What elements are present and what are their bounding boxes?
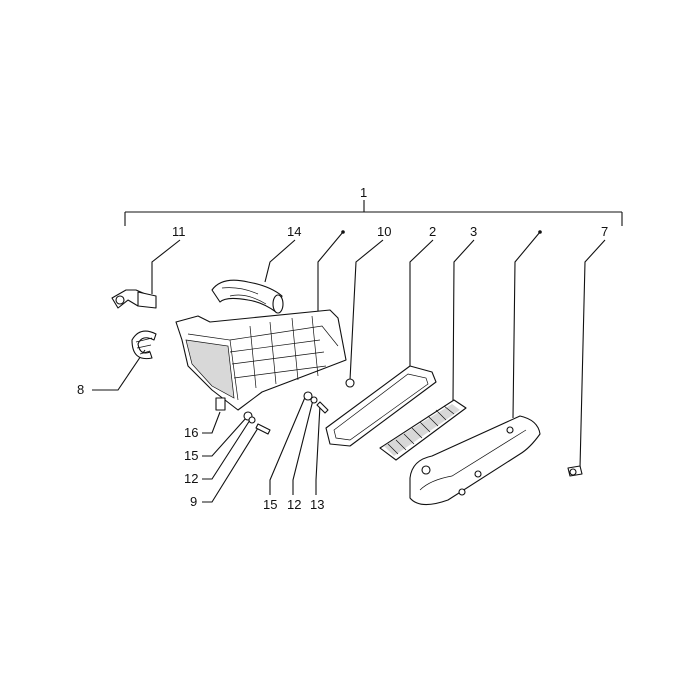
callout-1: 1 <box>360 185 367 200</box>
callout-14: 14 <box>287 224 301 239</box>
part-14-hose <box>211 279 284 314</box>
part-8-clamp <box>131 330 157 360</box>
callout-13: 13 <box>310 497 324 512</box>
callout-9: 9 <box>190 494 197 509</box>
part-airbox-housing <box>175 309 347 411</box>
callout-15: 15 <box>184 448 198 463</box>
part-2-gasket <box>325 365 437 447</box>
callout-12-lower: 12 <box>287 497 301 512</box>
part-7-screw <box>567 465 583 477</box>
callout-7: 7 <box>601 224 608 239</box>
callout-3: 3 <box>470 224 477 239</box>
hardware-right <box>303 378 355 414</box>
callout-15-lower: 15 <box>263 497 277 512</box>
part-7-cover <box>409 415 541 506</box>
hardware-left <box>243 411 271 435</box>
assembly-bracket <box>124 200 623 226</box>
callout-10: 10 <box>377 224 391 239</box>
callout-11: 11 <box>172 224 186 239</box>
callout-12: 12 <box>184 471 198 486</box>
part-11-elbow-fitting <box>111 289 157 309</box>
part-3-filter <box>379 399 467 461</box>
callout-16: 16 <box>184 425 198 440</box>
leader-lines <box>92 230 606 503</box>
callout-8: 8 <box>77 382 84 397</box>
callout-2: 2 <box>429 224 436 239</box>
